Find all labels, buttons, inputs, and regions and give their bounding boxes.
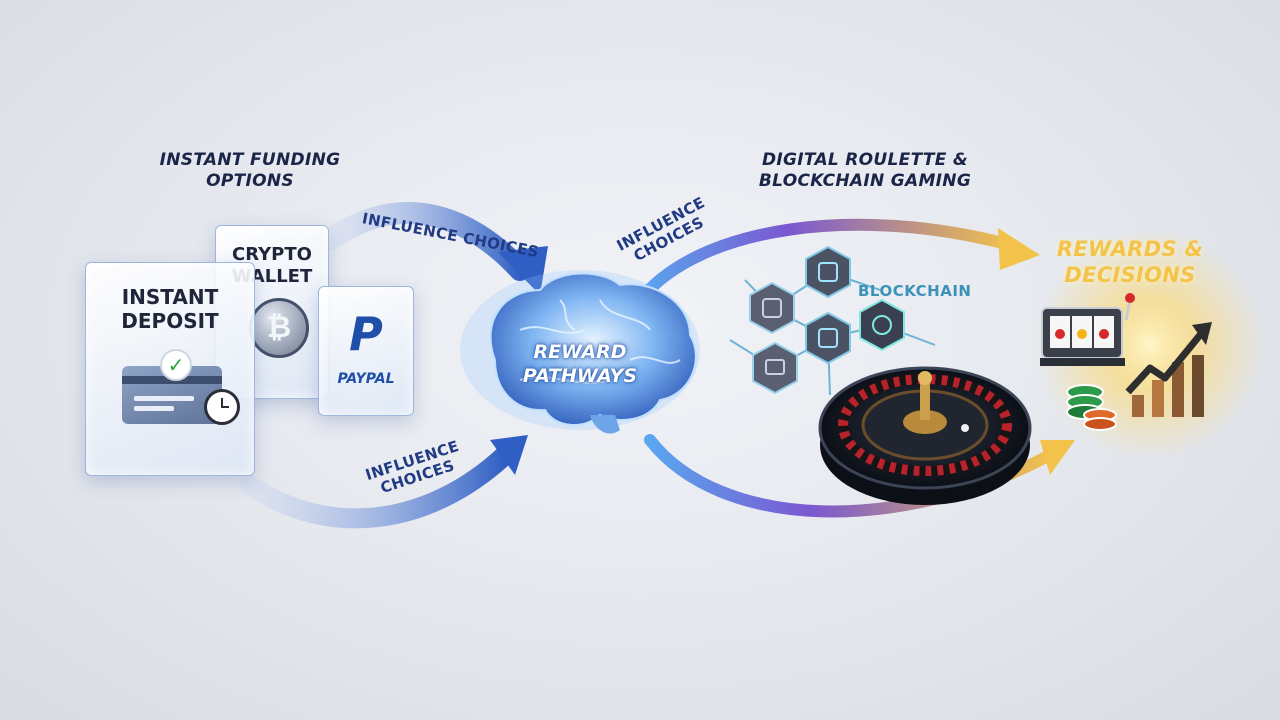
growth-chart-icon (1125, 322, 1212, 417)
card-paypal: P PAYPAL (318, 286, 414, 416)
brain-label: REWARD PATHWAYS (522, 341, 638, 387)
flow-arrow-bottom-left (240, 445, 515, 529)
heading-rewards: REWARDS & DECISIONS (1056, 237, 1204, 287)
check-icon: ✓ (160, 349, 192, 381)
slot-machine-icon (1040, 293, 1135, 366)
card-instant-deposit: INSTANT DEPOSIT ✓ (85, 262, 255, 476)
roulette-wheel-icon (818, 366, 1032, 505)
paypal-icon: P (349, 307, 383, 361)
arrowhead-bottom-left (490, 435, 528, 475)
arrowhead-bottom-right (1040, 440, 1075, 475)
clock-icon (204, 389, 240, 425)
arrowhead-top-right (998, 228, 1040, 270)
flow-arrow-top-right (634, 218, 1016, 306)
flow-arrow-top-left (319, 202, 531, 281)
blockchain-hexes (749, 245, 905, 395)
blockchain-label: BLOCKCHAIN (858, 282, 972, 300)
bitcoin-icon: ₿ (249, 298, 309, 358)
heading-gaming: DIGITAL ROULETTE & BLOCKCHAIN GAMING (758, 150, 972, 191)
brain-icon (460, 270, 700, 434)
arrowhead-top-left (498, 246, 548, 295)
card-paypal-title: PAYPAL (337, 371, 395, 387)
card-instant-deposit-title: INSTANT DEPOSIT (121, 285, 219, 333)
poker-chips-icon (1066, 384, 1117, 431)
heading-funding: INSTANT FUNDING OPTIONS (159, 150, 341, 191)
